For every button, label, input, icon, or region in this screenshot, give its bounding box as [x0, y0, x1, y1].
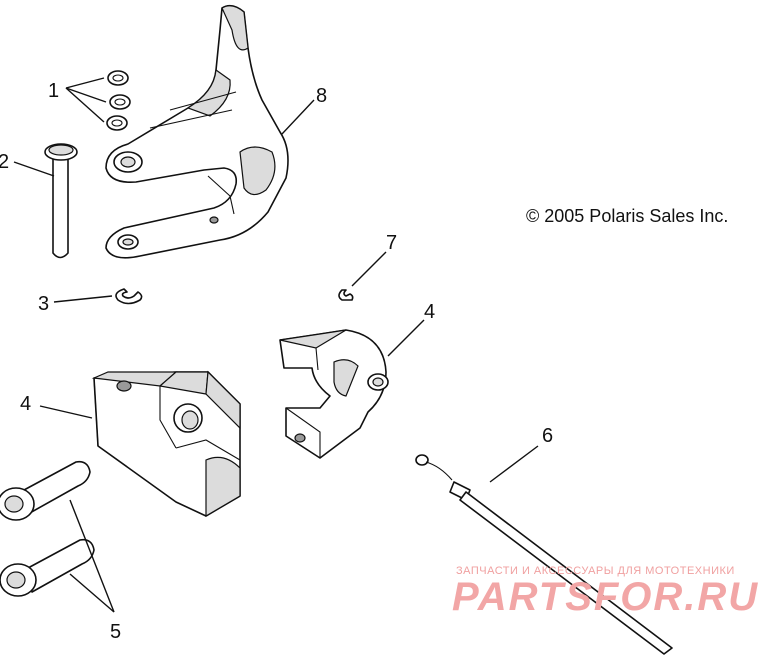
callout-5: 5 [110, 621, 121, 643]
callout-7: 7 [386, 232, 397, 254]
watermark-brand: PARTSFOR.RU [452, 575, 759, 619]
part-5-bolts [0, 460, 95, 597]
callout-4-left: 4 [20, 393, 31, 415]
part-7-clip [338, 289, 354, 301]
copyright-notice: © 2005 Polaris Sales Inc. [526, 206, 728, 226]
part-4-clamp-right [279, 329, 389, 459]
part-2-pin [44, 143, 78, 259]
callout-3: 3 [38, 293, 49, 315]
callout-1: 1 [48, 80, 59, 102]
callout-8: 8 [316, 85, 327, 107]
part-3-clip [115, 288, 143, 305]
part-8-bracket [105, 4, 289, 259]
leader-lines [13, 77, 539, 613]
part-6-cable [415, 454, 673, 655]
watermark-tagline: ЗАПЧАСТИ И АКСЕССУАРЫ ДЛЯ МОТОТЕХНИКИ [456, 565, 735, 577]
callout-2: 2 [0, 151, 9, 173]
callout-6: 6 [542, 425, 553, 447]
part-1-washers [106, 70, 131, 131]
callout-4-right: 4 [424, 301, 435, 323]
watermark: ЗАПЧАСТИ И АКСЕССУАРЫ ДЛЯ МОТОТЕХНИКИ PA… [452, 565, 759, 619]
part-4-clamp-left [91, 370, 241, 518]
